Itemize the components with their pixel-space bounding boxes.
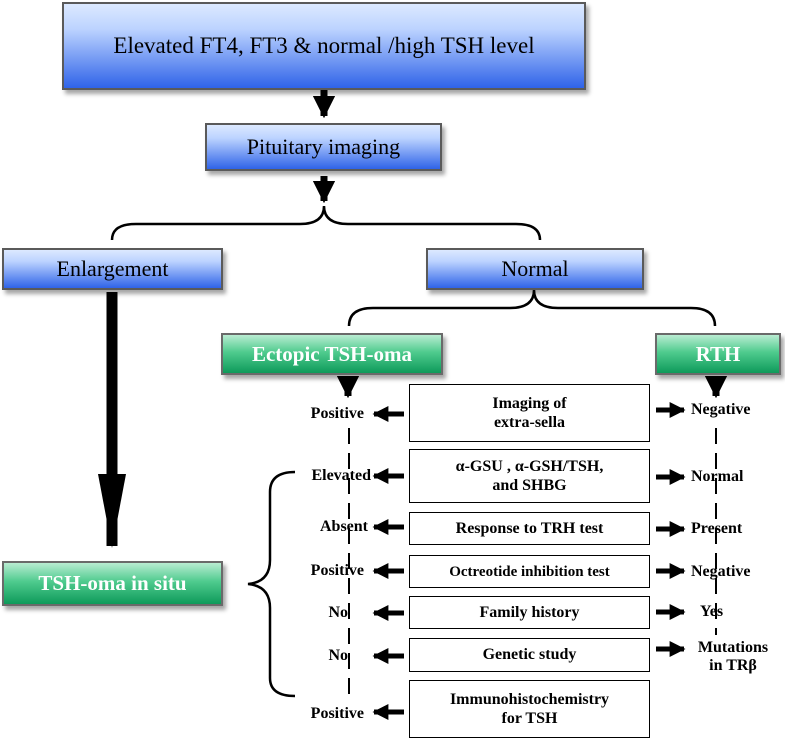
test-box-genetic-study: Genetic study [409,638,650,672]
brace-insitu [247,470,296,698]
right-result: Normal [691,468,744,485]
right-result: Negative [691,401,751,418]
brace-normal-split [347,289,717,327]
left-result: Elevated [311,467,371,484]
pituitary-imaging-box: Pituitary imaging [205,123,442,171]
left-arrows [372,405,404,721]
top-box: Elevated FT4, FT3 & normal /high TSH lev… [62,2,586,90]
left-result: No [328,604,348,621]
right-result: Present [691,520,743,537]
test-box-family-history: Family history [409,596,650,629]
arrowhead-enlargement [98,474,126,548]
test-box-octreotide: Octreotide inhibition test [409,555,650,588]
test-box-immunohistochemistry: Immunohistochemistry for TSH [409,680,650,738]
right-result: Negative [691,563,751,580]
normal-box: Normal [426,248,644,290]
left-result: No [328,647,348,664]
left-result: Positive [310,705,364,722]
ectopic-tsh-oma-box: Ectopic TSH-oma [221,333,443,375]
right-result: Mutations in TRβ [697,639,769,675]
test-box-gsu-shbg: α-GSU , α-GSH/TSH, and SHBG [409,449,650,503]
brace-imaging-split [110,205,542,241]
right-arrows [656,401,686,658]
left-result: Absent [319,518,368,535]
enlargement-box: Enlargement [2,248,223,290]
test-box-trh-response: Response to TRH test [409,512,650,545]
test-box-extra-sella-imaging: Imaging of extra-sella [409,384,650,442]
right-result: Yes [700,603,724,620]
rth-box: RTH [655,333,781,375]
left-result: Positive [310,405,364,422]
left-result: Positive [310,562,364,579]
tsh-oma-in-situ-box: TSH-oma in situ [2,561,223,606]
